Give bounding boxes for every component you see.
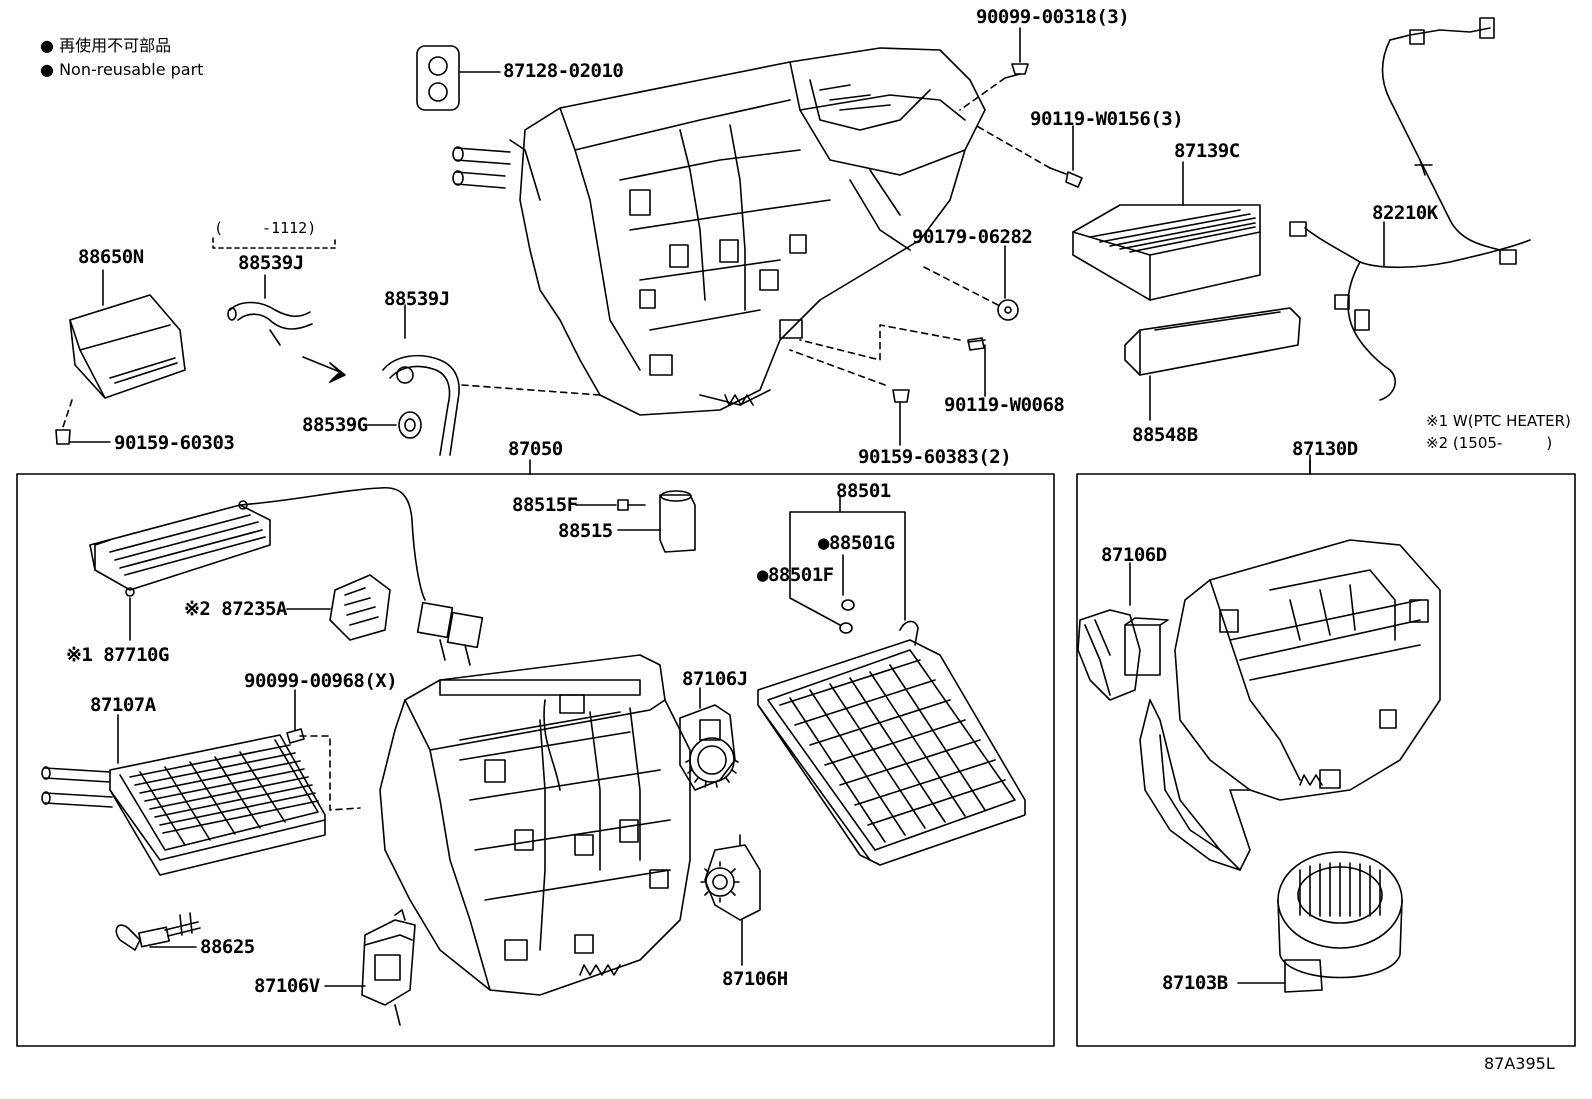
label-87106v: 87106V <box>254 975 320 997</box>
label-87106d: 87106D <box>1101 544 1167 566</box>
filter-cover-88548b <box>1124 307 1301 421</box>
actuator-87106h <box>700 834 761 966</box>
ptc-heater-87710g <box>89 486 484 666</box>
label-90119-w0156: 90119-W0156(3) <box>1030 108 1184 130</box>
valve-88515 <box>617 490 696 553</box>
label-88539j-a: 88539J <box>238 252 304 274</box>
hvac-case-87050 <box>379 473 691 996</box>
hose-88539j-right <box>382 304 601 456</box>
bracket-87235a <box>286 574 391 641</box>
legend-english-text: Non-reusable part <box>59 60 204 79</box>
label-88548b: 88548B <box>1132 424 1198 446</box>
legend-english: ● Non-reusable part <box>40 62 203 78</box>
label-87103b: 87103B <box>1162 972 1228 994</box>
label-88501g: ●88501G <box>818 532 895 554</box>
seal-88539g <box>367 411 422 439</box>
label-88515f: 88515F <box>512 494 578 516</box>
harness-82210k <box>1289 17 1531 401</box>
label-87107a: 87107A <box>90 694 156 716</box>
note-1: ※1 W(PTC HEATER) <box>1426 412 1571 430</box>
controller-88650n <box>55 269 186 445</box>
blower-motor-87103b <box>1237 851 1403 993</box>
evaporator-88501 <box>757 496 1026 866</box>
label-90099-00968: 90099-00968(X) <box>244 670 398 692</box>
clip-90179-06282 <box>919 245 1019 321</box>
label-90119-w0068: 90119-W0068 <box>944 394 1065 416</box>
label-87106j: 87106J <box>682 668 748 690</box>
label-87235a: ※2 87235A <box>184 598 287 620</box>
label-87710g: ※1 87710G <box>66 644 169 666</box>
note-2-suffix: ) <box>1546 434 1553 452</box>
label-90099-00318: 90099-00318(3) <box>976 6 1130 28</box>
label-90159-60303: 90159-60303 <box>114 432 235 454</box>
screw-90099-00318 <box>959 27 1029 111</box>
frame-87130d <box>1076 473 1576 1047</box>
actuator-87106j <box>679 687 739 791</box>
note-2-prefix: ※2 (1505- <box>1426 434 1503 452</box>
screw-90159-60383 <box>789 349 910 446</box>
label-88539j-b: 88539J <box>384 288 450 310</box>
label-88625: 88625 <box>200 936 255 958</box>
legend-bullet-en: ● <box>40 60 54 79</box>
label-87106h: 87106H <box>722 968 788 990</box>
hvac-assembly-top <box>452 47 986 416</box>
label-82210k: 82210K <box>1372 202 1438 224</box>
grommet-87128 <box>416 45 501 111</box>
heater-core-87107a <box>41 714 326 876</box>
label-87128-02010: 87128-02010 <box>503 60 624 82</box>
label-90179-06282: 90179-06282 <box>912 226 1033 248</box>
label-88650n: 88650N <box>78 246 144 268</box>
sensor-88625 <box>115 912 201 951</box>
blower-case-87130d <box>1139 454 1441 871</box>
legend-japanese: ● 再使用不可部品 <box>40 38 171 54</box>
screw-90119-w0156 <box>974 124 1083 188</box>
label-90159-60383: 90159-60383(2) <box>858 446 1012 468</box>
filter-87139c <box>1072 161 1261 301</box>
screw-90119-w0068 <box>799 324 986 397</box>
screw-90099-00968 <box>286 689 361 811</box>
actuator-87106v <box>324 909 416 1026</box>
bolt-88515f <box>575 499 646 511</box>
label-88539g: 88539G <box>302 414 368 436</box>
label-88501: 88501 <box>836 480 891 502</box>
legend-bullet: ● <box>40 36 54 55</box>
label-88515: 88515 <box>558 520 613 542</box>
label-88501f: ●88501F <box>757 564 834 586</box>
label-88539j-bracket: ( -1112) <box>214 219 317 237</box>
label-87050: 87050 <box>508 438 563 460</box>
note-2: ※2 (1505-) <box>1426 436 1552 451</box>
diagram-reference-code: 87A395L <box>1484 1054 1555 1073</box>
frame-87050 <box>16 473 1055 1047</box>
label-87139c: 87139C <box>1174 140 1240 162</box>
hose-88539j-left <box>212 237 346 383</box>
legend-japanese-text: 再使用不可部品 <box>59 36 172 55</box>
servo-87106d <box>1077 562 1169 701</box>
label-87130d: 87130D <box>1292 438 1358 460</box>
